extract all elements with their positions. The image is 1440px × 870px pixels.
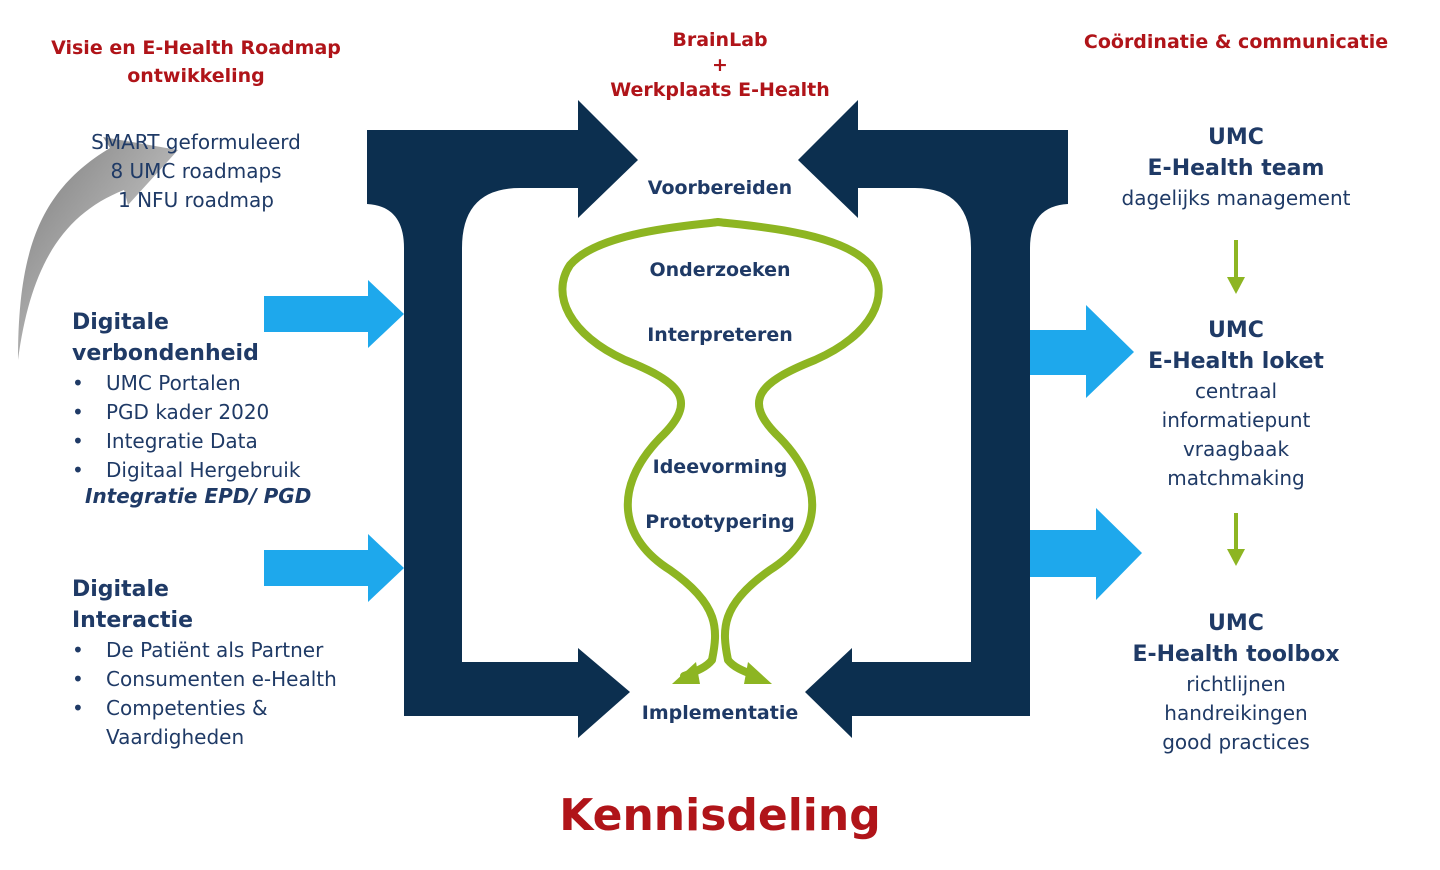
- page-title: Kennisdeling: [559, 790, 881, 841]
- green-process-curve: [558, 218, 883, 680]
- center-heading: BrainLab + Werkplaats E-Health: [570, 28, 870, 103]
- toolbox-section: UMC E-Health toolbox richtlijnen handrei…: [1096, 608, 1376, 757]
- vision-heading-line-2: ontwikkeling: [127, 65, 265, 87]
- team-section: UMC E-Health team dagelijks management: [1096, 122, 1376, 213]
- center-heading-plus: +: [712, 54, 728, 76]
- center-heading-brainlab: BrainLab: [672, 29, 768, 51]
- green-down-arrow-1: [1227, 240, 1245, 294]
- stage-interpreteren: Interpreteren: [647, 324, 793, 346]
- loket-title-umc: UMC: [1208, 318, 1264, 343]
- interaction-section: Digitale Interactie De Patiënt als Partn…: [72, 574, 372, 752]
- right-heading: Coördinatie & communicatie: [1083, 31, 1389, 53]
- toolbox-title-name: E-Health toolbox: [1132, 642, 1340, 667]
- stage-implementatie: Implementatie: [641, 702, 799, 724]
- stage-onderzoeken: Onderzoeken: [649, 259, 791, 281]
- cyan-arrow-e-health-loket: [1030, 305, 1134, 398]
- loket-line: matchmaking: [1167, 466, 1305, 490]
- loket-line: informatiepunt: [1161, 408, 1311, 432]
- vision-line-nfu-roadmap: 1 NFU roadmap: [118, 188, 274, 212]
- stage-voorbereiden: Voorbereiden: [647, 177, 793, 199]
- center-heading-werkplaats: Werkplaats E-Health: [610, 79, 830, 101]
- list-item: UMC Portalen: [72, 369, 372, 398]
- list-item: PGD kader 2020: [72, 398, 372, 427]
- vision-heading: Visie en E-Health Roadmap ontwikkeling: [46, 34, 346, 90]
- list-item: Integratie Data: [72, 427, 372, 456]
- loket-section: UMC E-Health loket centraal informatiepu…: [1096, 315, 1376, 493]
- cyan-arrow-digitale-verbondenheid: [264, 280, 404, 348]
- green-arrowhead-left: [672, 662, 700, 684]
- loket-line: vraagbaak: [1182, 437, 1290, 461]
- green-arrowhead-right: [744, 662, 772, 684]
- team-line: dagelijks management: [1121, 186, 1351, 210]
- vision-line-smart: SMART geformuleerd: [91, 130, 301, 154]
- list-item: Consumenten e-Health: [72, 665, 372, 694]
- vision-line-umc-roadmaps: 8 UMC roadmaps: [110, 159, 282, 183]
- connected-heading-line-1: Digitale: [72, 310, 169, 335]
- connected-heading-line-2: verbondenheid: [72, 341, 259, 366]
- loket-title-name: E-Health loket: [1148, 349, 1324, 374]
- vision-lines: SMART geformuleerd 8 UMC roadmaps 1 NFU …: [46, 128, 346, 215]
- loket-line: centraal: [1194, 379, 1278, 403]
- interaction-heading-line-2: Interactie: [72, 608, 193, 633]
- toolbox-line: handreikingen: [1164, 701, 1308, 725]
- cyan-arrow-e-health-toolbox: [1030, 508, 1142, 600]
- stage-prototypering: Prototypering: [645, 511, 795, 533]
- interaction-bullet-list: De Patiënt als Partner Consumenten e-Hea…: [72, 636, 372, 723]
- vision-heading-line-1: Visie en E-Health Roadmap: [51, 37, 341, 59]
- interaction-heading-line-1: Digitale: [72, 577, 169, 602]
- team-title-name: E-Health team: [1147, 156, 1325, 181]
- team-title-umc: UMC: [1208, 125, 1264, 150]
- list-item: Competenties &: [72, 694, 372, 723]
- toolbox-line: richtlijnen: [1186, 672, 1286, 696]
- right-frame: [798, 100, 1068, 738]
- toolbox-title-umc: UMC: [1208, 611, 1264, 636]
- green-down-arrow-2: [1227, 513, 1245, 566]
- interaction-bullet-continuation: Vaardigheden: [106, 725, 245, 749]
- connected-note: Integratie EPD/ PGD: [85, 484, 312, 508]
- connected-section: Digitale verbondenheid UMC Portalen PGD …: [72, 307, 372, 485]
- left-frame: [367, 100, 638, 738]
- connected-bullet-list: UMC Portalen PGD kader 2020 Integratie D…: [72, 369, 372, 485]
- list-item: Digitaal Hergebruik: [72, 456, 372, 485]
- toolbox-line: good practices: [1162, 730, 1310, 754]
- cyan-arrow-digitale-interactie: [264, 534, 404, 602]
- list-item: De Patiënt als Partner: [72, 636, 372, 665]
- grey-curved-arrow: [18, 137, 178, 360]
- stage-ideevorming: Ideevorming: [652, 456, 788, 478]
